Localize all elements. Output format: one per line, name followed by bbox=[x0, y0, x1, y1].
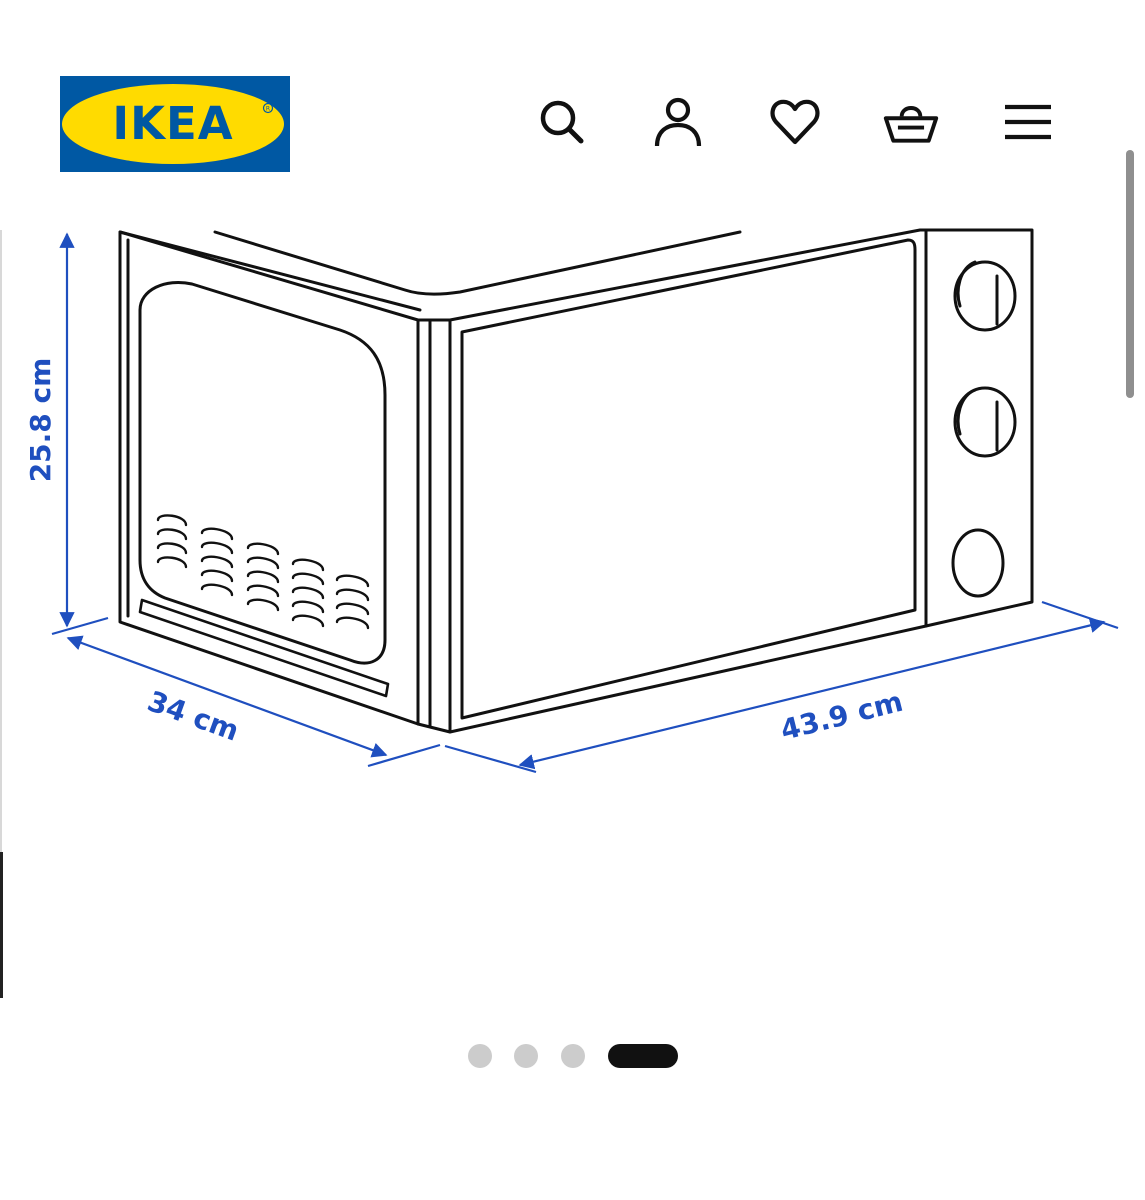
ikea-logo-mark: IKEA R bbox=[60, 76, 290, 172]
basket-icon[interactable] bbox=[883, 94, 939, 150]
height-label: 25.8 cm bbox=[24, 358, 57, 483]
image-left-edge bbox=[0, 230, 2, 998]
microwave-drawing: 25.8 cm 34 cm 43.9 cm bbox=[24, 228, 1119, 774]
carousel-dot[interactable] bbox=[514, 1044, 538, 1068]
heart-icon[interactable] bbox=[767, 94, 823, 150]
carousel-dot-active[interactable] bbox=[608, 1044, 678, 1068]
carousel-dot[interactable] bbox=[561, 1044, 585, 1068]
ikea-logo[interactable]: IKEA R bbox=[60, 76, 290, 172]
carousel-pagination bbox=[0, 1044, 1145, 1068]
account-icon[interactable] bbox=[650, 94, 706, 150]
svg-text:R: R bbox=[266, 106, 270, 113]
width-label: 43.9 cm bbox=[777, 685, 906, 747]
scrollbar[interactable] bbox=[1126, 150, 1134, 398]
product-dimension-image[interactable]: 25.8 cm 34 cm 43.9 cm bbox=[0, 222, 1145, 852]
brand-wordmark: IKEA bbox=[112, 97, 233, 150]
menu-icon[interactable] bbox=[1000, 94, 1056, 150]
search-icon[interactable] bbox=[534, 94, 590, 150]
image-left-edge-dark bbox=[0, 852, 3, 998]
depth-label: 34 cm bbox=[143, 684, 243, 747]
carousel-dot[interactable] bbox=[468, 1044, 492, 1068]
